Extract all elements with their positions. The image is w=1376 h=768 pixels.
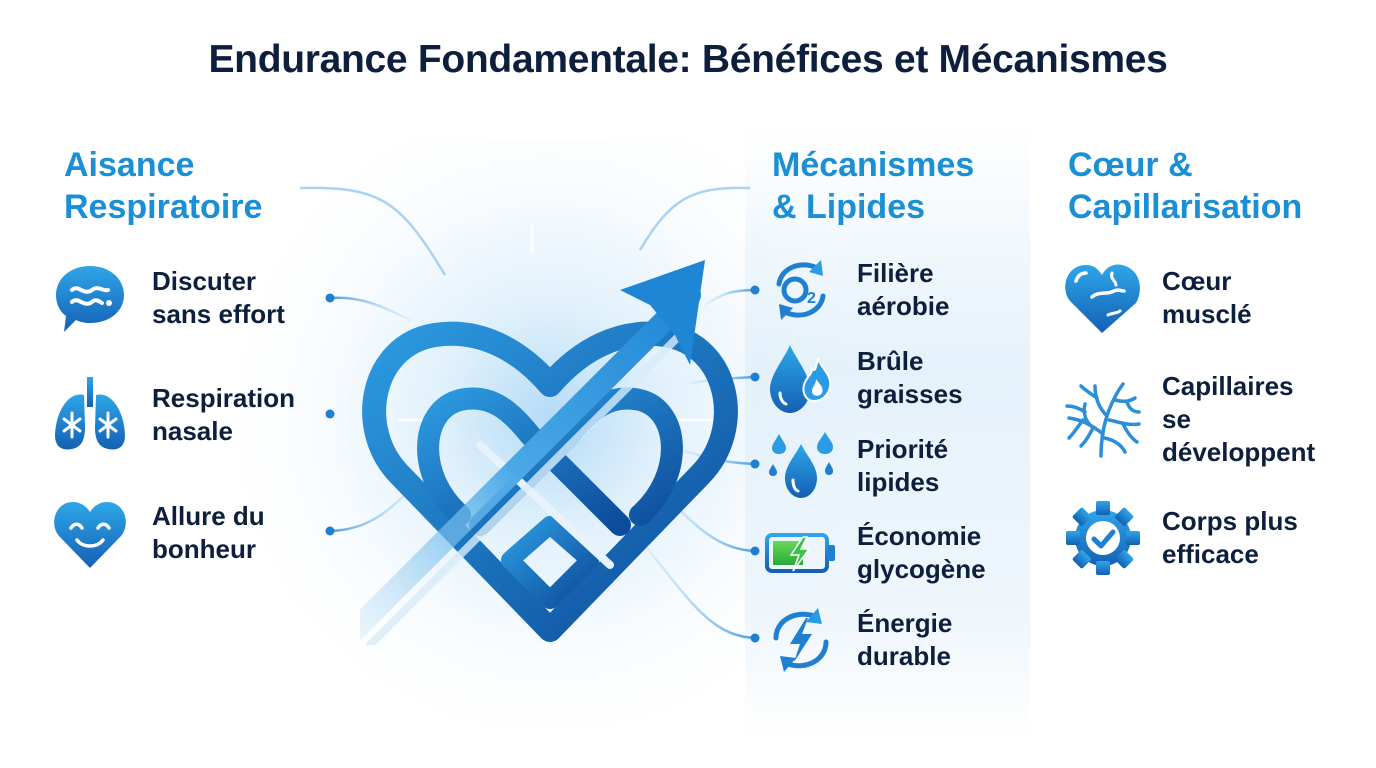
page-title: Endurance Fondamentale: Bénéfices et Méc…: [208, 38, 1168, 81]
muscular-heart-icon: [1062, 258, 1144, 338]
item-priorite-lipides: Priorité lipides: [765, 426, 948, 506]
item-label: Respiration nasale: [152, 383, 296, 446]
svg-text:2: 2: [807, 290, 816, 307]
item-filiere-aerobie: 2 Filière aérobie: [765, 250, 950, 330]
droplets-icon: [765, 426, 837, 506]
item-label: Capillaires se développent: [1162, 371, 1316, 467]
item-coeur-muscle: Cœur musclé: [1062, 258, 1252, 338]
item-label: Énergie durable: [857, 608, 953, 671]
item-label: Économie glycogène: [857, 521, 986, 584]
item-respiration-nasale: Respiration nasale: [50, 375, 295, 455]
item-label: Priorité lipides: [857, 434, 949, 497]
item-capillaires-se-developpent: Capillaires se développent: [1062, 370, 1315, 469]
item-label: Allure du bonheur: [152, 501, 265, 564]
column-heading-coeur-capillarisation: Cœur & Capillarisation: [1068, 146, 1303, 226]
item-label: Cœur musclé: [1162, 266, 1252, 329]
lungs-icon: [50, 375, 130, 455]
gear-check-icon: [1062, 498, 1144, 578]
speech-bubble-wave-icon: [50, 258, 130, 338]
interlaced-heart-with-rising-arrow-icon: [329, 235, 740, 656]
item-label: Discuter sans effort: [152, 266, 285, 329]
item-economie-glycogene: Économie glycogène: [765, 513, 986, 593]
battery-charging-icon: [765, 513, 837, 593]
item-brule-graisses: Brûle graisses: [765, 338, 963, 418]
item-label: Brûle graisses: [857, 346, 963, 409]
fat-drop-flame-icon: [765, 338, 837, 418]
o2-cycle-icon: 2: [765, 250, 837, 330]
item-energie-durable: Énergie durable: [765, 600, 952, 680]
smiling-heart-icon: [50, 493, 130, 573]
item-label: Filière aérobie: [857, 258, 950, 321]
item-corps-plus-efficace: Corps plus efficace: [1062, 498, 1298, 578]
item-allure-du-bonheur: Allure du bonheur: [50, 493, 265, 573]
capillaries-tree-icon: [1062, 380, 1144, 460]
column-heading-aisance-respiratoire: Aisance Respiratoire: [64, 146, 263, 226]
mechanisms-panel-background: [745, 120, 1030, 740]
item-discuter-sans-effort: Discuter sans effort: [50, 258, 285, 338]
renewable-energy-icon: [765, 600, 837, 680]
item-label: Corps plus efficace: [1162, 506, 1298, 569]
column-heading-mecanismes-lipides: Mécanismes & Lipides: [772, 146, 975, 226]
